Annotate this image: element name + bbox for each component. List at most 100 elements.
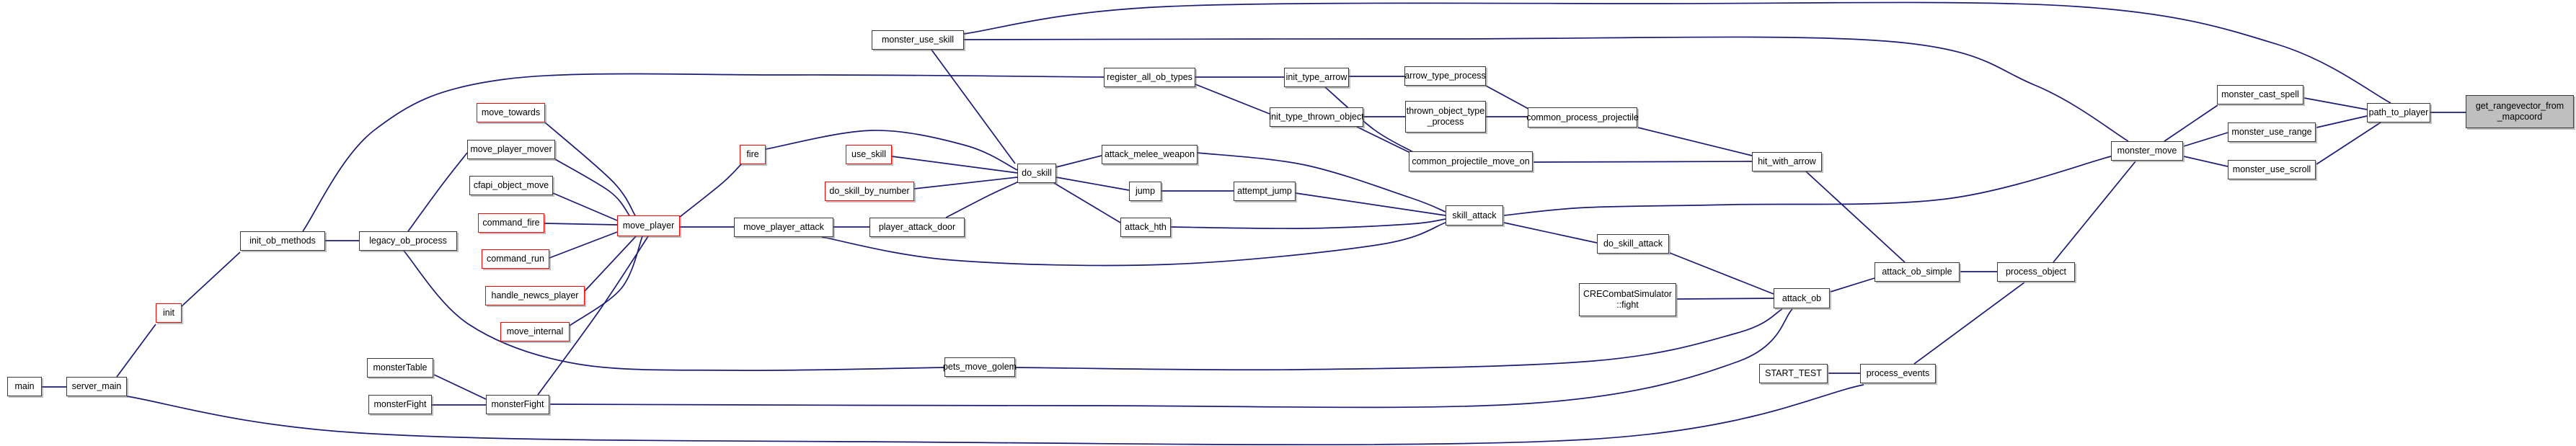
edge-command_fire-to-move_player <box>544 223 618 226</box>
graph-node-do_skill_attack[interactable]: do_skill_attack <box>1597 234 1669 254</box>
graph-node-skill_attack[interactable]: skill_attack <box>1446 205 1503 226</box>
graph-node-move_player[interactable]: move_player <box>617 215 680 236</box>
edge-monster_use_scroll-to-path_to_player <box>2316 122 2381 165</box>
edge-do_skill-to-attack_melee_weapon <box>1055 155 1102 168</box>
edge-use_skill-to-do_skill <box>891 156 1018 174</box>
edge-hit_with_arrow-to-attack_ob_simple <box>1805 171 1906 263</box>
edge-move_towards-to-move_player <box>544 122 636 216</box>
graph-node-init_type_thrown_object[interactable]: init_type_thrown_object <box>1269 107 1364 127</box>
edge-monster_move-to-monster_use_scroll <box>2183 156 2228 167</box>
graph-node-monsterFight_caller[interactable]: monsterFight <box>368 395 432 414</box>
edge-process_events-to-process_object <box>1913 282 2025 365</box>
graph-node-attack_ob_simple[interactable]: attack_ob_simple <box>1875 262 1960 282</box>
graph-node-use_skill[interactable]: use_skill <box>846 145 892 164</box>
graph-node-main[interactable]: main <box>7 377 42 396</box>
graph-node-cre_combat_simulator_fight[interactable]: CRECombatSimulator ::fight <box>1579 283 1676 316</box>
edge-init-to-init_ob_methods <box>181 251 241 307</box>
graph-node-monster_use_range[interactable]: monster_use_range <box>2228 122 2316 142</box>
graph-node-monster_use_skill[interactable]: monster_use_skill <box>872 30 964 50</box>
graph-node-monsterFight[interactable]: monsterFight <box>486 395 549 414</box>
edge-monster_move-to-monster_cast_spell <box>2164 104 2218 142</box>
graph-node-get_rangevector_from_mapcoord: get_rangevector_from _mapcoord <box>2466 95 2574 128</box>
edge-pets_move_golem-to-attack_ob <box>1015 308 1783 371</box>
graph-node-common_projectile_move_on[interactable]: common_projectile_move_on <box>1409 151 1533 171</box>
edge-monsterFight-to-move_player <box>537 236 649 396</box>
graph-node-monsterTable[interactable]: monsterTable <box>367 358 433 378</box>
graph-node-command_run[interactable]: command_run <box>482 249 549 269</box>
graph-node-hit_with_arrow[interactable]: hit_with_arrow <box>1752 152 1822 171</box>
graph-node-init_ob_methods[interactable]: init_ob_methods <box>240 231 325 251</box>
edge-monster_move-to-skill_attack <box>1503 156 2112 216</box>
graph-node-legacy_ob_process[interactable]: legacy_ob_process <box>359 231 457 251</box>
edge-init_ob_methods-to-register_all_ob_types <box>302 73 1105 232</box>
graph-node-path_to_player[interactable]: path_to_player <box>2367 103 2430 122</box>
edge-legacy_ob_process-to-pets_move_golem <box>403 250 945 371</box>
edge-player_attack_door-to-do_skill <box>945 181 1019 218</box>
edge-monster_use_skill-to-path_to_player <box>963 1 2391 104</box>
edge-monster_move-to-monster_use_skill <box>963 36 2129 142</box>
graph-node-register_all_ob_types[interactable]: register_all_ob_types <box>1104 68 1195 87</box>
edge-attack_hth-to-skill_attack <box>1170 218 1446 229</box>
edge-move_player_attack-to-skill_attack <box>821 222 1446 267</box>
edge-fire-to-do_skill <box>765 130 1018 171</box>
edge-process_object-to-monster_move <box>2053 161 2136 263</box>
edge-server_main-to-process_events <box>126 384 1864 446</box>
edge-handle_newcs_player-to-move_player <box>584 236 637 292</box>
edge-move_internal-to-move_player <box>569 236 643 326</box>
graph-node-monster_use_scroll[interactable]: monster_use_scroll <box>2228 160 2316 179</box>
edge-common_process_projectile-to-hit_with_arrow <box>1637 127 1753 156</box>
graph-node-jump[interactable]: jump <box>1129 182 1161 201</box>
graph-node-command_fire[interactable]: command_fire <box>478 213 544 233</box>
edge-cre_combat_simulator_fight-to-attack_ob <box>1676 298 1774 300</box>
edge-monsterFight-to-attack_ob <box>549 308 1793 409</box>
graph-node-move_internal[interactable]: move_internal <box>500 322 570 342</box>
edge-command_run-to-move_player <box>549 231 618 259</box>
graph-node-monster_cast_spell[interactable]: monster_cast_spell <box>2217 85 2303 104</box>
graph-node-player_attack_door[interactable]: player_attack_door <box>869 218 965 237</box>
graph-node-fire[interactable]: fire <box>740 145 766 164</box>
graph-node-pets_move_golem[interactable]: pets_move_golem <box>943 357 1017 377</box>
edge-monster_use_skill-to-do_skill <box>931 49 1016 164</box>
edge-cfapi_object_move-to-move_player <box>552 192 618 221</box>
edge-skill_attack-to-do_skill_attack <box>1503 222 1598 244</box>
graph-node-move_towards[interactable]: move_towards <box>477 103 545 122</box>
edge-common_projectile_move_on-to-hit_with_arrow <box>1533 161 1753 163</box>
edge-arrow_type_process-to-common_process_projectile <box>1485 85 1529 110</box>
edge-init_type_thrown_object-to-common_projectile_move_on <box>1356 126 1412 154</box>
edge-move_player-to-fire <box>679 164 742 218</box>
graph-node-process_object[interactable]: process_object <box>1997 262 2075 282</box>
graph-node-common_process_projectile[interactable]: common_process_projectile <box>1526 107 1639 128</box>
graph-node-init[interactable]: init <box>156 303 182 323</box>
graph-node-START_TEST[interactable]: START_TEST <box>1759 364 1828 383</box>
graph-node-attack_melee_weapon[interactable]: attack_melee_weapon <box>1102 145 1198 164</box>
edge-attack_ob-to-attack_ob_simple <box>1830 277 1875 293</box>
graph-node-process_events[interactable]: process_events <box>1860 364 1936 383</box>
edge-monster_use_range-to-path_to_player <box>2316 115 2368 128</box>
edge-do_skill-to-attack_hth <box>1053 182 1121 223</box>
edge-do_skill-to-jump <box>1055 177 1130 191</box>
edge-attack_melee_weapon-to-skill_attack <box>1197 152 1446 213</box>
edge-do_skill_attack-to-attack_ob <box>1669 252 1774 295</box>
edge-monster_cast_spell-to-path_to_player <box>2303 97 2368 110</box>
graph-node-do_skill_by_number[interactable]: do_skill_by_number <box>825 182 914 201</box>
graph-node-init_type_arrow[interactable]: init_type_arrow <box>1284 68 1349 87</box>
graph-node-move_player_attack[interactable]: move_player_attack <box>734 218 833 237</box>
graph-node-cfapi_object_move[interactable]: cfapi_object_move <box>469 176 553 195</box>
graph-node-attempt_jump[interactable]: attempt_jump <box>1234 182 1296 201</box>
graph-node-attack_ob[interactable]: attack_ob <box>1774 288 1830 308</box>
graph-node-handle_newcs_player[interactable]: handle_newcs_player <box>485 286 585 305</box>
edge-monsterTable-to-monsterFight <box>433 374 487 400</box>
graph-node-server_main[interactable]: server_main <box>66 377 127 396</box>
graph-node-arrow_type_process[interactable]: arrow_type_process <box>1404 66 1486 86</box>
edge-move_player_mover-to-move_player <box>554 159 630 216</box>
graph-node-attack_hth[interactable]: attack_hth <box>1120 218 1171 237</box>
edge-init_type_arrow-to-common_projectile_move_on <box>1324 86 1414 153</box>
graph-node-move_player_mover[interactable]: move_player_mover <box>467 140 555 159</box>
graph-node-monster_move[interactable]: monster_move <box>2111 141 2183 161</box>
graph-node-do_skill[interactable]: do_skill <box>1017 164 1056 183</box>
edge-legacy_ob_process-to-move_player_mover <box>407 152 468 232</box>
graph-node-thrown_object_type_process[interactable]: thrown_object_type _process <box>1405 101 1486 133</box>
edge-server_main-to-init <box>116 324 156 378</box>
